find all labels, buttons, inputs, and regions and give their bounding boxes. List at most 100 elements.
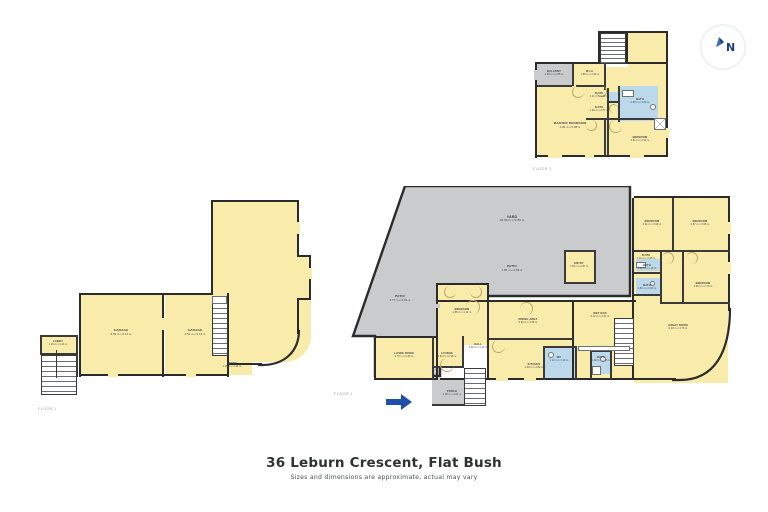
f2-shower-c bbox=[592, 366, 601, 375]
f2-wall-bedroom-right bbox=[487, 283, 490, 379]
f2-door-arc-c bbox=[492, 340, 505, 353]
f1-wall-garage-left bbox=[79, 293, 82, 377]
f2-wall-wing-v2 bbox=[660, 250, 662, 304]
f3-wall-left bbox=[535, 62, 538, 158]
f1-wall-garage-bottom bbox=[79, 374, 229, 377]
f1-garage-a-fill bbox=[81, 295, 162, 375]
f2-label-yard: YARD 16.80 m x 9.80 m bbox=[499, 215, 525, 223]
f1-upper-block-3 bbox=[213, 300, 311, 362]
f2-wall-living-top bbox=[374, 336, 436, 339]
f3-wall-balc-wic bbox=[572, 64, 574, 86]
f2-wall-wc-left bbox=[543, 346, 545, 380]
f3-bath-tub bbox=[622, 90, 634, 97]
f2-living-fill bbox=[376, 338, 432, 378]
f1-wall-garage-right bbox=[227, 293, 230, 377]
f3-wall-ext-right bbox=[666, 31, 669, 64]
f2-curved-wall-right bbox=[672, 308, 732, 382]
f1-stairs-entry bbox=[212, 302, 228, 356]
f1-label-entry: ENTRY 1.05 m x 1.24 m bbox=[222, 362, 242, 369]
f2-wall-bedroom-left bbox=[436, 283, 439, 379]
f1-wall-garage-top bbox=[79, 293, 213, 296]
f3-body-c bbox=[628, 33, 666, 67]
disclaimer-text: Sizes and dimensions are approximate, ac… bbox=[290, 474, 478, 481]
f3-gap-2 bbox=[585, 154, 594, 158]
f3-door-arc-3 bbox=[609, 104, 618, 113]
f1-entry-fill bbox=[212, 358, 252, 375]
f2-win-3 bbox=[727, 222, 731, 234]
f2-entry-small-fill bbox=[566, 252, 594, 282]
f1-wall-step-b bbox=[297, 298, 311, 301]
f3-gap-4 bbox=[534, 70, 538, 80]
entry-arrow-icon bbox=[386, 394, 412, 410]
f2-label-patio-1: PATIO 7.86 m x 2.89 m bbox=[501, 264, 523, 272]
f3-balcony-fill bbox=[537, 64, 572, 86]
f2-wall-hall bbox=[489, 338, 573, 340]
f3-gap-5 bbox=[665, 128, 669, 138]
f1-lobby-fill bbox=[41, 337, 76, 354]
f1-gap-4 bbox=[296, 222, 300, 234]
f2-label-bath-a: BATH 2.22 m x 1.18 m bbox=[637, 264, 657, 271]
floor-3-tag: FLOOR 3 bbox=[533, 167, 552, 171]
f3-wall-wic-base bbox=[576, 85, 604, 87]
north-arrow-icon: N bbox=[716, 37, 735, 54]
f3-label-suite-1: SUITE 1.41 m x 1.26 m bbox=[589, 92, 609, 99]
floor-2-tag: FLOOR 2 bbox=[334, 392, 353, 396]
f2-wall-r-right bbox=[728, 196, 731, 311]
f1-lobby-top bbox=[40, 335, 78, 337]
f2-label-wet-bar: WET BAR 6.12 m x 4.31 m bbox=[590, 312, 610, 319]
f3-label-bath: BATH 2.99 m x 4.00 m bbox=[630, 98, 650, 105]
f2-wall-living-bottom bbox=[374, 378, 438, 381]
f2-door-arc-h bbox=[470, 286, 482, 298]
f2-stairs-centre bbox=[464, 368, 486, 406]
f2-wall-r-top bbox=[634, 196, 730, 199]
f2-label-suite: SUITE 1.12 m x 1.96 m bbox=[636, 254, 656, 261]
f3-label-suite-2: SUITE 1.36 m x 2.37 m bbox=[589, 106, 609, 113]
f3-bath-basin bbox=[650, 104, 656, 110]
f3-shower-cross-icon bbox=[654, 118, 666, 130]
f2-door-arc-e bbox=[662, 252, 674, 264]
f3-wall-right bbox=[666, 62, 669, 157]
compass-rose: N bbox=[700, 24, 746, 70]
f1-label-garage-b: GARAGE 4.51 m x 6.16 m bbox=[184, 328, 206, 336]
f2-door-arc-a bbox=[440, 358, 454, 372]
f2-entrybox-right bbox=[594, 250, 596, 284]
f2-bath-b-basin bbox=[650, 281, 655, 286]
f2-door-arc-d bbox=[520, 302, 533, 315]
f3-door-arc-1 bbox=[572, 86, 584, 98]
f2-door-arc-g bbox=[444, 286, 456, 298]
f2-wall-wing-h2 bbox=[634, 272, 660, 274]
f2-wc-basin bbox=[548, 352, 554, 358]
f3-wall-bedroom-l2 bbox=[607, 120, 609, 156]
f2-label-bedroom-e: BEDROOM 3.39 m x 2.70 m bbox=[693, 282, 713, 289]
f2-label-patio-2: PATIO 3.77 m x 3.69 m bbox=[389, 294, 411, 302]
f3-wall-ext-mid bbox=[626, 33, 629, 64]
f1-landing bbox=[212, 296, 227, 304]
f3-gap-3 bbox=[630, 154, 644, 158]
f1-upper-block-2 bbox=[213, 257, 311, 307]
f1-wall-bottom-cur bbox=[228, 363, 262, 366]
f3-door-arc-5 bbox=[586, 120, 597, 131]
f1-gap-2 bbox=[186, 373, 196, 377]
f1-wall-top bbox=[211, 200, 299, 203]
f2-wall-wing-v1 bbox=[672, 198, 674, 250]
f2-label-wc: WC 1.32 m x 1.40 m bbox=[549, 356, 569, 363]
f3-door-arc-4 bbox=[609, 120, 622, 133]
f3-label-master-bedroom: MASTER BEDROOM 4.99 m x 5.98 m bbox=[553, 121, 587, 129]
f2-wall-bathc-left bbox=[590, 350, 592, 379]
f2-kitchen-sink bbox=[600, 356, 606, 362]
f2-yard-shape bbox=[351, 186, 632, 378]
f1-gap-1 bbox=[108, 373, 118, 377]
f2-bath-a-tub bbox=[636, 262, 646, 268]
f3-label-balcony: BALCONY 2.99 m x 2.85 m bbox=[544, 70, 564, 77]
f3-wall-bottom bbox=[535, 155, 668, 158]
f2-wall-porch-b bbox=[432, 404, 474, 406]
f2-label-entry: ENTRY 7.08 m x 2.87 m bbox=[569, 262, 589, 269]
f2-wall-bathc-right bbox=[610, 350, 612, 379]
f1-wall-garage-mid bbox=[162, 293, 165, 377]
f3-wall-bath-l bbox=[618, 86, 620, 122]
f2-label-lounge: LOUNGE 3.90 m x 2.98 m bbox=[437, 352, 457, 359]
f1-label-lobby: LOBBY 1.49 m x 1.24 m bbox=[48, 340, 68, 347]
f1-stairs-rail bbox=[56, 350, 58, 378]
property-address: 36 Leburn Crescent, Flat Bush bbox=[266, 455, 502, 471]
